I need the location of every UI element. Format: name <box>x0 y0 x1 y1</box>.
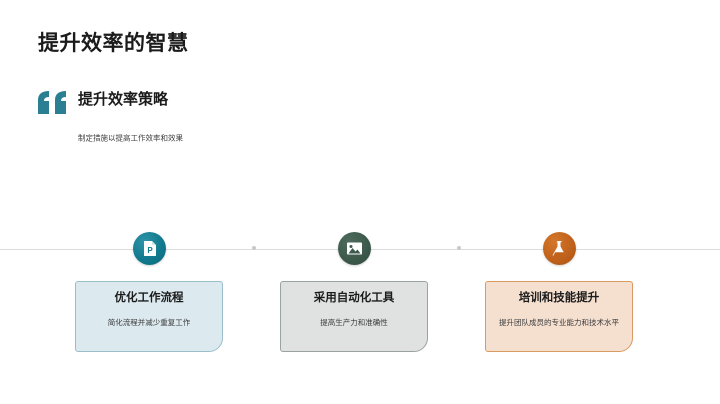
page-title: 提升效率的智慧 <box>38 32 189 55</box>
document-page-icon[interactable]: P <box>133 232 166 265</box>
flask-beaker-icon[interactable] <box>543 232 576 265</box>
card-title: 采用自动化工具 <box>313 292 395 304</box>
svg-text:P: P <box>147 246 153 255</box>
card-title: 优化工作流程 <box>114 292 184 304</box>
quote-mark-icon <box>36 90 70 116</box>
card-description: 简化流程并减少重复工作 <box>107 317 191 327</box>
timeline-dot <box>252 246 256 250</box>
card-title: 培训和技能提升 <box>518 292 600 304</box>
step-card[interactable]: 培训和技能提升 提升团队成员的专业能力和技术水平 <box>485 281 633 352</box>
section-heading: 提升效率策略 <box>78 91 169 108</box>
card-description: 提升团队成员的专业能力和技术水平 <box>499 317 619 327</box>
step-card[interactable]: 优化工作流程 简化流程并减少重复工作 <box>75 281 223 352</box>
timeline-dot <box>457 246 461 250</box>
image-picture-icon[interactable] <box>338 232 371 265</box>
card-description: 提高生产力和准确性 <box>320 317 388 327</box>
step-card[interactable]: 采用自动化工具 提高生产力和准确性 <box>280 281 428 352</box>
section-subtext: 制定措施以提高工作效率和效果 <box>78 133 183 143</box>
